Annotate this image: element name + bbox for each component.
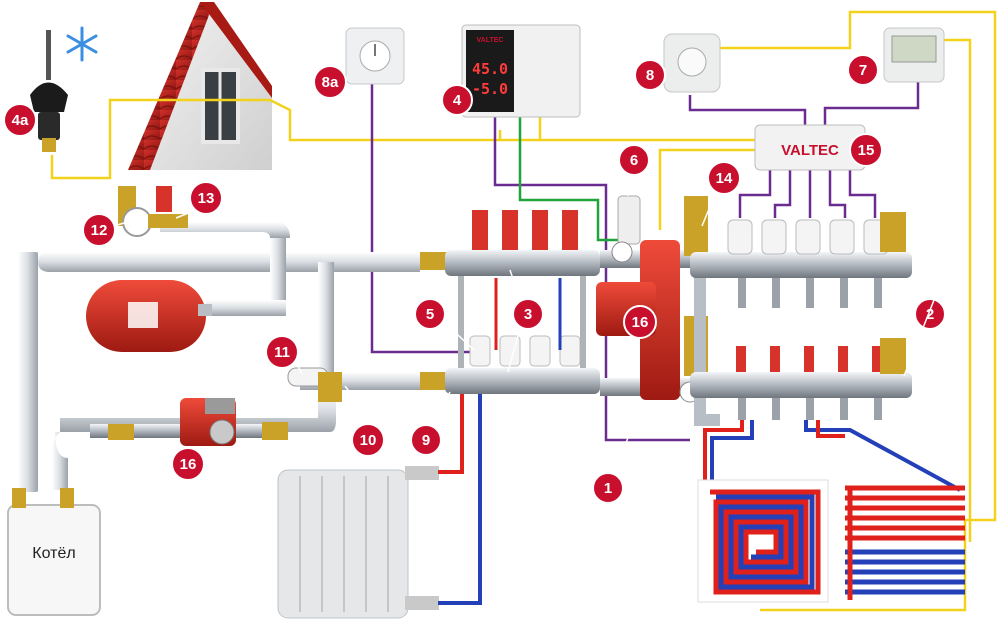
callout-9: 9 bbox=[422, 432, 430, 449]
callout-marker bbox=[265, 335, 299, 369]
callout-8a: 8a bbox=[322, 74, 339, 91]
circulation-pump-icon bbox=[180, 398, 236, 446]
callout-8: 8 bbox=[646, 67, 654, 84]
callout-marker bbox=[410, 424, 442, 456]
callout-marker bbox=[351, 423, 385, 457]
callout-marker bbox=[618, 144, 650, 176]
room-thermostat-8 bbox=[663, 33, 721, 93]
room-controller-icon: VALTEC 45.0 -5.0 bbox=[461, 24, 581, 118]
callout-16-boiler: 16 bbox=[180, 456, 197, 473]
mixing-valve bbox=[287, 367, 342, 402]
house bbox=[128, 2, 272, 170]
signal-wires bbox=[50, 10, 997, 612]
serpentine-loop bbox=[845, 485, 965, 600]
callout-10: 10 bbox=[360, 432, 377, 449]
room-thermostat-8a bbox=[345, 27, 405, 85]
callout-14: 14 bbox=[716, 170, 733, 187]
wiring-hub-brand: VALTEC bbox=[781, 142, 839, 159]
callout-marker bbox=[512, 298, 544, 330]
outdoor-sensor-icon bbox=[30, 30, 68, 152]
callout-labels: 1 2 3 4 4a 5 6 7 8 8a 9 10 11 12 13 14 1… bbox=[12, 62, 935, 497]
callout-marker bbox=[171, 447, 205, 481]
callouts bbox=[3, 54, 946, 504]
callout-13: 13 bbox=[198, 190, 215, 207]
callout-marker bbox=[82, 213, 116, 247]
radiator-icon bbox=[277, 466, 439, 619]
callout-2: 2 bbox=[926, 306, 934, 323]
sensor-wire bbox=[518, 112, 630, 242]
callout-1: 1 bbox=[604, 480, 612, 497]
controller-display-line2: -5.0 bbox=[472, 80, 508, 98]
callout-5: 5 bbox=[426, 306, 434, 323]
callout-marker bbox=[849, 133, 883, 167]
callout-leaders bbox=[113, 173, 939, 475]
boiler: Котёл bbox=[7, 488, 101, 616]
safety-group bbox=[118, 186, 188, 237]
callout-marker bbox=[914, 298, 946, 330]
callout-4a: 4a bbox=[12, 112, 29, 129]
callout-marker bbox=[707, 161, 741, 195]
spiral-loop bbox=[710, 489, 821, 595]
callout-16-mixing: 16 bbox=[632, 314, 649, 331]
control-wires bbox=[370, 82, 920, 442]
radiator-cold-pipe bbox=[438, 390, 482, 605]
callout-marker bbox=[313, 65, 347, 99]
controller-display-line1: 45.0 bbox=[472, 60, 508, 78]
callout-marker bbox=[441, 84, 473, 116]
programmable-thermostat-7 bbox=[883, 27, 945, 83]
callout-11: 11 bbox=[274, 344, 290, 361]
callout-3: 3 bbox=[524, 306, 532, 323]
callout-4: 4 bbox=[453, 92, 462, 109]
callout-6: 6 bbox=[630, 152, 638, 169]
callout-marker bbox=[847, 54, 879, 86]
boiler-label: Котёл bbox=[32, 545, 75, 562]
callout-marker bbox=[634, 59, 666, 91]
callout-15: 15 bbox=[858, 142, 875, 159]
callout-marker bbox=[592, 472, 624, 504]
expansion-tank-icon bbox=[86, 280, 212, 352]
house-roof-icon bbox=[128, 2, 214, 170]
callout-marker bbox=[414, 298, 446, 330]
callout-marker bbox=[623, 305, 657, 339]
callout-marker bbox=[3, 103, 37, 137]
roof-edge bbox=[200, 2, 272, 98]
mixing-unit bbox=[596, 195, 720, 426]
callout-marker bbox=[189, 181, 223, 215]
wiring-hub-icon: VALTEC bbox=[754, 124, 866, 171]
controller-brand: VALTEC bbox=[477, 37, 504, 44]
manifold-icon bbox=[420, 210, 600, 394]
callout-12: 12 bbox=[91, 222, 108, 239]
snowflake-icon bbox=[66, 26, 98, 62]
callout-7: 7 bbox=[859, 62, 867, 79]
floor-manifold bbox=[690, 212, 912, 420]
